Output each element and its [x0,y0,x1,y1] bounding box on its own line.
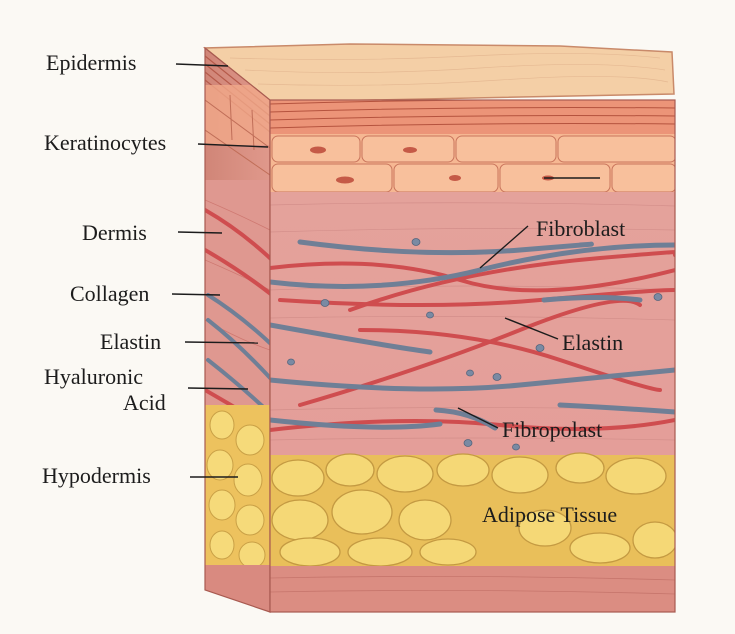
label-acid: Acid [123,390,166,415]
label-epidermis: Epidermis [46,50,136,75]
front-face [270,95,696,616]
label-elastin-left: Elastin [100,329,161,354]
label-keratinocytes: Keratinocytes [44,130,166,155]
label-elastin-right: Elastin [562,330,623,355]
label-dermis: Dermis [82,220,147,245]
label-fibroblast-bottom: Fibropolast [502,417,602,442]
label-adipose-tissue: Adipose Tissue [482,502,617,527]
labels-left: Epidermis Keratinocytes Dermis Collagen … [42,50,166,488]
label-hypodermis: Hypodermis [42,463,151,488]
side-face [200,40,275,625]
label-fibroblast-top: Fibroblast [536,216,625,241]
label-hyaluronic: Hyaluronic [44,364,143,389]
label-collagen: Collagen [70,281,149,306]
epidermis-top-surface [205,44,674,102]
